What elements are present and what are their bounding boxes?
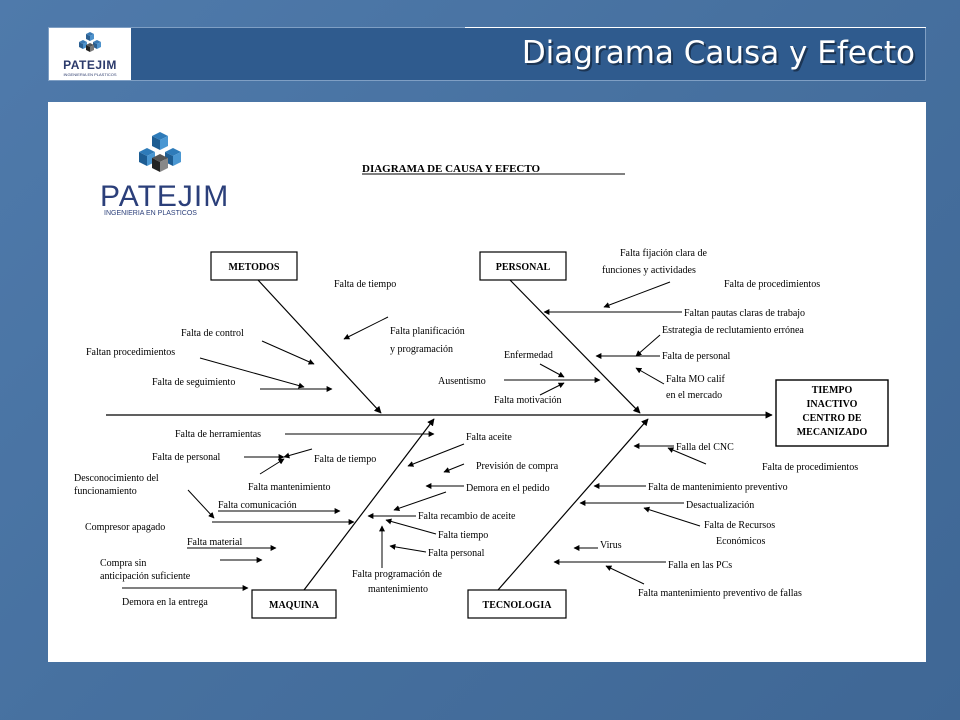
bone-tecnologia <box>497 418 649 591</box>
arrow-tecnologia-mant-fallas <box>605 565 645 585</box>
header-logo-text: PATEJIM <box>63 58 117 72</box>
cause-tecnologia-2: Falta de procedimientos <box>762 462 858 473</box>
cause-tecnologia-8: Falta mantenimiento preventivo de fallas <box>638 588 802 599</box>
category-box-personal <box>479 251 567 281</box>
arrow-personal-reclutamiento <box>635 334 661 357</box>
slide-title: Diagrama Causa y Efecto <box>521 35 915 71</box>
cause-maquina-5a: Desconocimiento del <box>74 473 159 484</box>
cause-personal-5: Falta de personal <box>662 351 731 362</box>
cause-tecnologia-6: Virus <box>600 540 622 551</box>
arrow-maquina-aceite <box>407 443 465 467</box>
arrow-maquina-mantenimiento <box>259 458 285 475</box>
arrow-personal-mo-calif <box>635 367 665 385</box>
cause-maquina-7: Compresor apagado <box>85 522 165 533</box>
cause-maquina-17a: Falta programación de <box>352 569 443 580</box>
cause-personal-1a: Falta fijación clara de <box>620 248 707 259</box>
cause-tecnologia-4: Desactualización <box>686 500 754 511</box>
effect-box <box>775 379 889 447</box>
arrow-personal-motivacion <box>539 382 565 396</box>
cause-personal-8: Falta motivación <box>494 395 562 406</box>
cause-maquina-9a: Compra sin <box>100 558 146 569</box>
cause-maquina-16: Falta personal <box>428 548 485 559</box>
cause-personal-7: Ausentismo <box>438 376 486 387</box>
effect-line-2: INACTIVO <box>807 399 858 410</box>
diagram-logo-text: PATEJIM <box>100 180 229 213</box>
effect-line-4: MECANIZADO <box>797 427 868 438</box>
arrow-tecnologia-recursos <box>643 506 701 527</box>
arrow-maquina-desconocimiento <box>187 489 215 519</box>
diagram-title: DIAGRAMA DE CAUSA Y EFECTO <box>362 163 541 175</box>
arrow-metodos-control <box>261 340 315 365</box>
header-logo: PATEJIM INGENIERIA EN PLASTICOS <box>49 28 131 80</box>
cause-tecnologia-1: Falla del CNC <box>676 442 734 453</box>
arrow-maquina-falta-personal <box>389 543 427 553</box>
category-box-tecnologia <box>467 589 567 619</box>
arrow-maquina-tiempo <box>283 448 313 459</box>
category-box-metodos <box>210 251 298 281</box>
arrow-maquina-recambio <box>393 491 447 512</box>
cause-maquina-12: Previsión de compra <box>476 461 559 472</box>
category-tecnologia: TECNOLOGIA <box>483 600 553 611</box>
cause-tecnologia-5a: Falta de Recursos <box>704 520 775 531</box>
cause-tecnologia-3: Falta de mantenimiento preventivo <box>648 482 788 493</box>
cause-personal-9a: Falta MO calif <box>666 374 726 385</box>
cause-personal-4: Estrategia de reclutamiento errónea <box>662 325 804 336</box>
cause-personal-1b: funciones y actividades <box>602 265 696 276</box>
cause-metodos-2a: Falta planificación <box>390 326 465 337</box>
cause-maquina-13: Demora en el pedido <box>466 483 550 494</box>
bone-maquina <box>303 418 435 591</box>
arrow-personal-procedimientos <box>603 281 671 308</box>
cause-personal-6: Enfermedad <box>504 350 553 361</box>
effect-line-3: CENTRO DE <box>802 413 862 424</box>
diagram-logo-subtext: INGENIERIA EN PLASTICOS <box>104 210 197 217</box>
cause-maquina-3: Falta de tiempo <box>314 454 376 465</box>
bone-metodos <box>257 279 382 414</box>
cause-personal-2: Falta de procedimientos <box>724 279 820 290</box>
category-box-maquina <box>251 589 337 619</box>
cause-maquina-10: Demora en la entrega <box>122 597 208 608</box>
arrow-personal-enfermedad <box>539 363 565 378</box>
cause-maquina-5b: funcionamiento <box>74 486 137 497</box>
arrow-maquina-falta-tiempo <box>385 518 437 535</box>
cause-metodos-2b: y programación <box>390 344 453 355</box>
arrow-metodos-planificacion <box>343 316 389 340</box>
cause-maquina-1: Falta de herramientas <box>175 429 261 440</box>
cause-maquina-14: Falta recambio de aceite <box>418 511 516 522</box>
cause-maquina-6: Falta comunicación <box>218 500 297 511</box>
cause-maquina-11: Falta aceite <box>466 432 512 443</box>
cause-metodos-3: Falta de control <box>181 328 244 339</box>
slide-header: PATEJIM INGENIERIA EN PLASTICOS Diagrama… <box>48 27 926 81</box>
cause-tecnologia-7: Falla en las PCs <box>668 560 732 571</box>
diagram-logo-icon <box>139 132 181 172</box>
cause-personal-9b: en el mercado <box>666 390 722 401</box>
cause-maquina-15: Falta tiempo <box>438 530 488 541</box>
title-underline <box>465 27 926 28</box>
fishbone-diagram: PATEJIM INGENIERIA EN PLASTICOS DIAGRAMA… <box>74 132 889 619</box>
diagram-panel: PATEJIM INGENIERIA EN PLASTICOS DIAGRAMA… <box>48 102 926 662</box>
header-logo-subtext: INGENIERIA EN PLASTICOS <box>63 72 117 77</box>
cause-metodos-5: Falta de seguimiento <box>152 377 235 388</box>
category-metodos: METODOS <box>229 262 280 273</box>
cause-maquina-9b: anticipación suficiente <box>100 571 191 582</box>
arrow-metodos-procedimientos <box>199 357 305 389</box>
cause-metodos-1: Falta de tiempo <box>334 279 396 290</box>
cause-maquina-4: Falta mantenimiento <box>248 482 330 493</box>
arrow-tecnologia-procedimientos <box>667 447 707 465</box>
arrow-maquina-prevision <box>443 463 465 473</box>
cause-maquina-8: Falta material <box>187 537 242 548</box>
category-personal: PERSONAL <box>496 262 551 273</box>
category-maquina: MAQUINA <box>269 600 320 611</box>
cause-personal-3: Faltan pautas claras de trabajo <box>684 308 805 319</box>
cause-tecnologia-5b: Económicos <box>716 536 766 547</box>
cause-metodos-4: Faltan procedimientos <box>86 347 175 358</box>
cause-maquina-17b: mantenimiento <box>368 584 428 595</box>
effect-line-1: TIEMPO <box>812 385 853 396</box>
cause-maquina-2: Falta de personal <box>152 452 221 463</box>
bone-personal <box>509 279 641 414</box>
cubes-logo-icon <box>79 32 101 52</box>
